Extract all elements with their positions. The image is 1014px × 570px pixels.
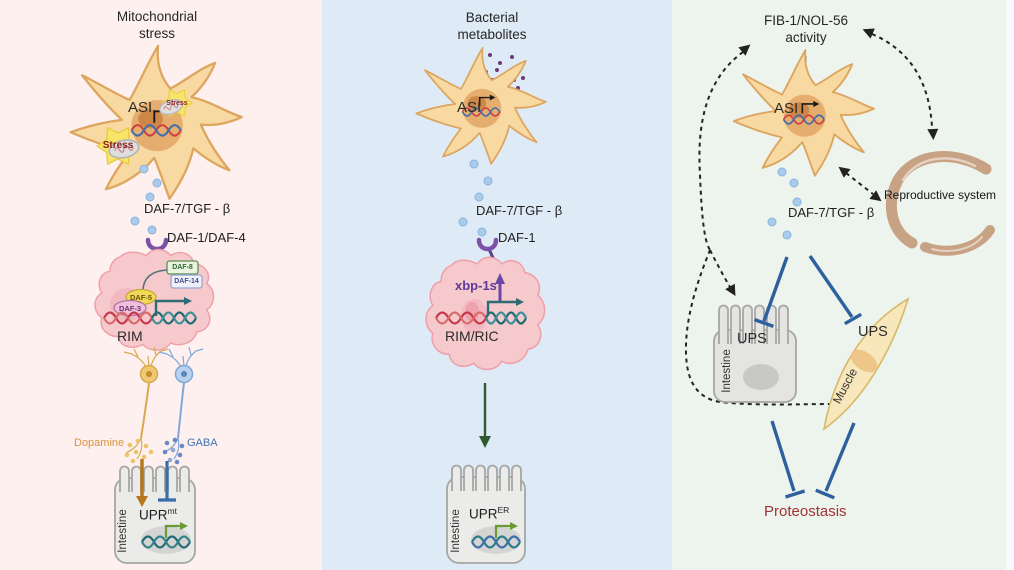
upr-er-label: UPRER <box>469 505 509 522</box>
dopamine-vesicles <box>124 438 154 464</box>
upr-text: UPR <box>469 506 498 522</box>
inhibition-bar-icon <box>754 255 863 500</box>
panel1-graphics <box>69 44 243 564</box>
reproductive-system-icon <box>885 151 995 256</box>
upr-sup: mt <box>167 506 177 516</box>
panel1-title: Mitochondrial stress <box>116 9 198 41</box>
reproductive-system-label: Reproductive system <box>884 188 997 202</box>
inhibition-bar-icon <box>158 461 176 502</box>
intestine-label: Intestine <box>450 509 462 553</box>
receptor-label: DAF-1/DAF-4 <box>167 230 246 245</box>
rim-ric-cell-icon <box>425 256 546 371</box>
smad-inhibition-curve <box>142 269 168 290</box>
right-edge-strip <box>1006 0 1014 570</box>
dopamine-neuron-icon <box>123 346 169 464</box>
panel2-graphics <box>415 47 547 564</box>
gaba-vesicles <box>162 437 185 465</box>
daf7-vesicle-dots <box>130 164 162 235</box>
panel3-graphics <box>684 28 995 500</box>
asi-label: ASI <box>128 99 153 116</box>
asi-label: ASI <box>774 100 799 117</box>
gaba-label: GABA <box>187 437 218 449</box>
daf7-tgfb-label: DAF-7/TGF - β <box>144 201 231 216</box>
muscle-icon <box>822 297 910 431</box>
upr-mt-label: UPRmt <box>139 506 177 523</box>
intestine-ups-label: UPS <box>737 331 767 347</box>
rim-cell-icon <box>94 248 215 351</box>
daf7-vesicle-dots <box>767 167 802 240</box>
dna-helix-icon <box>103 297 197 325</box>
upr-text: UPR <box>139 507 168 523</box>
activation-arrow <box>479 383 491 448</box>
panel3-title: FIB-1/NOL-56 activity <box>763 13 849 45</box>
daf3-label: DAF-3 <box>118 304 142 313</box>
gaba-neuron-icon <box>158 346 204 465</box>
receptor-label: DAF-1 <box>498 230 536 245</box>
dashed-feedback-arrow <box>684 33 933 406</box>
daf14-label: DAF-14 <box>174 278 199 285</box>
asi-label: ASI <box>457 99 482 116</box>
proteostasis-label: Proteostasis <box>764 503 847 520</box>
rim-ric-label: RIM/RIC <box>445 328 499 344</box>
xbp1s-up-arrow <box>495 273 505 302</box>
upr-sup: ER <box>497 505 510 515</box>
panel2-title: Bacterial metabolites <box>457 10 527 42</box>
daf14-box <box>170 274 203 289</box>
intestine-icon <box>713 304 797 403</box>
daf5-label: DAF-5 <box>129 293 153 302</box>
intestine-icon <box>446 464 526 564</box>
daf7-tgfb-label: DAF-7/TGF - β <box>788 205 875 220</box>
muscle-ups-label: UPS <box>858 324 888 340</box>
dna-helix-icon <box>141 522 191 549</box>
dashed-arrowheads <box>725 28 939 297</box>
rim-label: RIM <box>117 328 143 344</box>
intestine-label: Intestine <box>117 509 129 553</box>
dopamine-label: Dopamine <box>74 437 125 449</box>
daf8-box <box>166 260 199 275</box>
activation-arrow <box>136 459 148 507</box>
dna-helix-icon <box>435 298 528 325</box>
stress-label: Stress <box>102 140 134 151</box>
daf7-vesicle-dots <box>458 159 493 237</box>
daf8-label: DAF-8 <box>172 264 193 271</box>
dna-helix-icon <box>471 522 521 549</box>
xbp1s-label: xbp-1s <box>455 278 497 293</box>
daf7-tgfb-label: DAF-7/TGF - β <box>476 203 563 218</box>
intestine-label: Intestine <box>721 349 733 393</box>
stress-label: Stress <box>166 100 188 107</box>
